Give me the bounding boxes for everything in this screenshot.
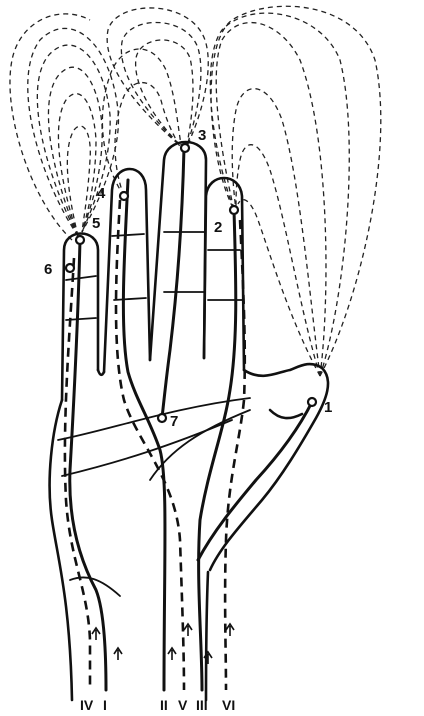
point-2-marker xyxy=(230,206,238,214)
point-label-6: 6 xyxy=(44,261,52,278)
field-lines-middle xyxy=(102,8,208,196)
point-label-2: 2 xyxy=(214,219,222,236)
meridian-label-iii: III xyxy=(196,697,208,713)
meridian-lines xyxy=(65,148,312,690)
point-5-marker xyxy=(76,236,84,244)
meridian-label-i: I xyxy=(103,697,107,713)
point-label-5: 5 xyxy=(92,215,100,232)
point-label-7: 7 xyxy=(170,413,178,430)
meridian-label-v: V xyxy=(178,697,188,713)
point-label-3: 3 xyxy=(198,127,206,144)
meridian-label-ii: II xyxy=(160,697,168,713)
meridian-label-iv: IV xyxy=(80,697,94,713)
point-4-marker xyxy=(120,192,128,200)
point-7-marker xyxy=(158,414,166,422)
point-label-4: 4 xyxy=(97,185,106,202)
meridian-labels: IV I II V III VI xyxy=(80,697,235,713)
point-labels: 1 2 3 4 5 6 7 xyxy=(44,127,332,430)
point-label-1: 1 xyxy=(324,399,332,416)
point-6-marker xyxy=(66,264,74,272)
point-1-marker xyxy=(308,398,316,406)
point-3-marker xyxy=(181,144,189,152)
meridian-label-vi: VI xyxy=(222,697,235,713)
